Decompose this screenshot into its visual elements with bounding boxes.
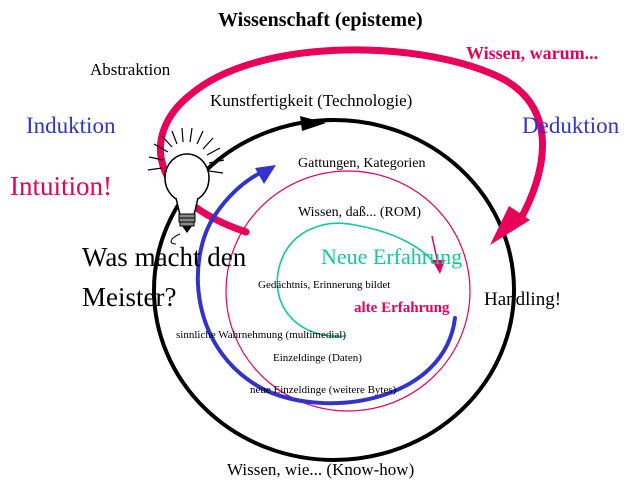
deduction-loop-arrowhead [490, 206, 530, 245]
light-bulb-icon [147, 127, 225, 245]
label-handling: Handling! [484, 289, 562, 310]
title-wissenschaft: Wissenschaft (episteme) [218, 9, 423, 31]
label-sinnliche-wahrnehmung: sinnliche Wahrnehmung (multimedial) [176, 329, 346, 341]
outer-black-circle [152, 118, 516, 462]
black-circle-arrowhead [300, 116, 326, 131]
pink-small-arrow [431, 235, 439, 265]
label-kunstfertigkeit: Kunstfertigkeit (Technologie) [210, 91, 413, 110]
label-wissen-warum: Wissen, warum... [466, 43, 599, 63]
label-intuition: Intuition! [10, 171, 112, 201]
deduction-loop-arrow [156, 46, 546, 236]
label-gedaechtnis: Gedächtnis, Erinnerung bildet [258, 279, 391, 291]
label-was-macht-den: Was macht den [82, 242, 247, 272]
label-gattungen: Gattungen, Kategorien [298, 156, 426, 171]
label-wissen-wie: Wissen, wie... (Know-how) [227, 460, 415, 479]
label-abstraktion: Abstraktion [90, 60, 171, 79]
label-neue-erfahrung: Neue Erfahrung [321, 244, 463, 269]
label-alte-erfahrung: alte Erfahrung [354, 300, 450, 316]
label-meister: Meister? [82, 282, 177, 312]
label-einzeldinge: Einzeldinge (Daten) [273, 352, 362, 364]
label-induktion: Induktion [26, 113, 116, 138]
pink-small-arrowhead [432, 260, 445, 274]
blue-spiral-arrow [195, 170, 457, 406]
inner-pink-circle [225, 170, 471, 412]
label-deduktion: Deduktion [522, 113, 620, 138]
label-neue-einzeldinge: neue Einzeldinge (weitere Bytes) [250, 384, 397, 396]
teal-spiral-arrow [276, 222, 439, 337]
blue-spiral-arrowhead [255, 165, 276, 184]
label-wissen-dass: Wissen, daß... (ROM) [298, 205, 422, 220]
